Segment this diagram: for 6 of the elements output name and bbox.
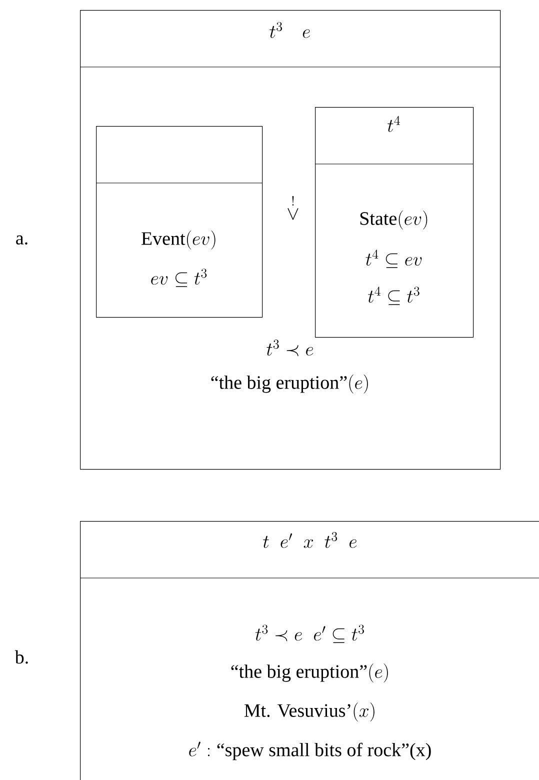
drs-box: $t\;\; e'\;\; x\;\; t^3\;\; e$ $t^3 \prec e\;\; e' \subseteq t^3$ $\text{``the big eruption''}(e)$ $\text{Mt. Vesuvius'}(x)$ $e' : \text{``spew small bits of rock''(x)}$ xyxy=(80,521,539,780)
drs-box: $\text{Event}(ev)$ $ev \subseteq t^3$ xyxy=(96,126,263,318)
example-label: a. xyxy=(16,235,28,245)
example-label: b. xyxy=(14,650,28,664)
drs-box: $t^4$ $\text{State}(ev)$ $t^4 \subseteq ev$ $t^4 \subseteq t^3$ xyxy=(314,107,474,338)
connective-symbol: $\stackrel{!}{\vee}$ xyxy=(288,196,298,220)
